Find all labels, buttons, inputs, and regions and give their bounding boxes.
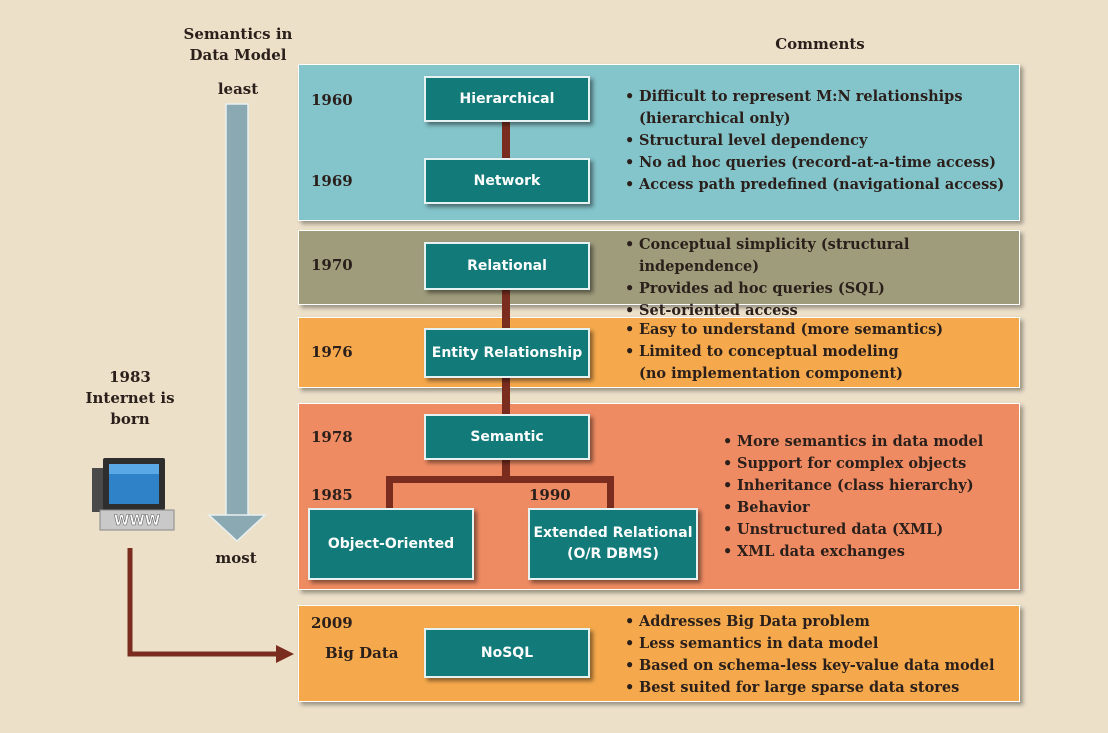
connector-hierarchical-network [502, 118, 510, 164]
node-nosql: NoSQL [424, 628, 590, 678]
semantics-down-arrow [207, 103, 267, 543]
comment-item: Best suited for large sparse data stores [625, 677, 995, 699]
internet-arrow [127, 548, 294, 663]
semantics-header: Semantics in Data Model [183, 25, 293, 64]
comment-item: Set-oriented access [625, 300, 1019, 322]
year-1970: 1970 [311, 256, 353, 274]
node-extended-relational: Extended Relational (O/R DBMS) [528, 508, 698, 580]
band-relational: 1970 Conceptual simplicity (structural i… [298, 230, 1020, 322]
node-semantic: Semantic [424, 414, 590, 460]
axis-label-most: most [215, 549, 257, 567]
connector-relational-entity [502, 286, 510, 330]
node-entity-relationship: Entity Relationship [424, 328, 590, 378]
comment-item: XML data exchanges [723, 541, 983, 563]
comments-hierarchical: Difficult to represent M:N relationships… [625, 86, 1004, 196]
comment-item: No ad hoc queries (record-at-a-time acce… [625, 152, 1004, 174]
comments-entity: Easy to understand (more semantics) Limi… [625, 319, 943, 385]
big-data-label: Big Data [325, 644, 399, 662]
computer-www-icon: WWW [92, 458, 175, 531]
year-2009: 2009 [311, 614, 353, 632]
comment-item: Inheritance (class hierarchy) [723, 475, 983, 497]
comments-relational: Conceptual simplicity (structural indepe… [625, 234, 1019, 322]
comments-nosql: Addresses Big Data problem Less semantic… [625, 611, 995, 699]
node-hierarchical: Hierarchical [424, 76, 590, 122]
band-entity-relationship: 1976 Easy to understand (more semantics)… [298, 317, 1020, 388]
internet-label: 1983 Internet is born [85, 368, 175, 428]
band-hierarchical: 1960 1969 Difficult to represent M:N rel… [298, 64, 1020, 221]
comment-item: Provides ad hoc queries (SQL) [625, 278, 1019, 300]
comment-item: Behavior [723, 497, 983, 519]
comment-item: Conceptual simplicity (structural indepe… [625, 234, 1019, 278]
comments-header: Comments [775, 35, 865, 53]
comment-item: Structural level dependency [625, 130, 1004, 152]
comment-item: Based on schema-less key-value data mode… [625, 655, 995, 677]
connector-entity-semantic [502, 374, 510, 414]
year-1985: 1985 [311, 486, 353, 504]
connector-branch-horizontal [386, 476, 614, 483]
comment-item: Limited to conceptual modeling (no imple… [625, 341, 943, 385]
band-nosql: 2009 Big Data Addresses Big Data problem… [298, 605, 1020, 702]
comments-semantic: More semantics in data model Support for… [723, 431, 983, 563]
comment-item: Difficult to represent M:N relationships… [625, 86, 1004, 130]
year-1969: 1969 [311, 172, 353, 190]
year-1990: 1990 [529, 486, 571, 504]
comment-item: More semantics in data model [723, 431, 983, 453]
www-icon-text: WWW [114, 513, 160, 529]
connector-branch-left [386, 476, 393, 510]
connector-branch-right [607, 476, 614, 510]
year-1976: 1976 [311, 343, 353, 361]
axis-label-least: least [217, 80, 259, 98]
year-1960: 1960 [311, 91, 353, 109]
comment-item: Access path predefined (navigational acc… [625, 174, 1004, 196]
comment-item: Support for complex objects [723, 453, 983, 475]
node-network: Network [424, 158, 590, 204]
node-relational: Relational [424, 242, 590, 290]
comment-item: Easy to understand (more semantics) [625, 319, 943, 341]
comment-item: Unstructured data (XML) [723, 519, 983, 541]
year-1978: 1978 [311, 428, 353, 446]
connector-semantic-branch [502, 456, 510, 480]
comment-item: Less semantics in data model [625, 633, 995, 655]
comment-item: Addresses Big Data problem [625, 611, 995, 633]
node-object-oriented: Object-Oriented [308, 508, 474, 580]
